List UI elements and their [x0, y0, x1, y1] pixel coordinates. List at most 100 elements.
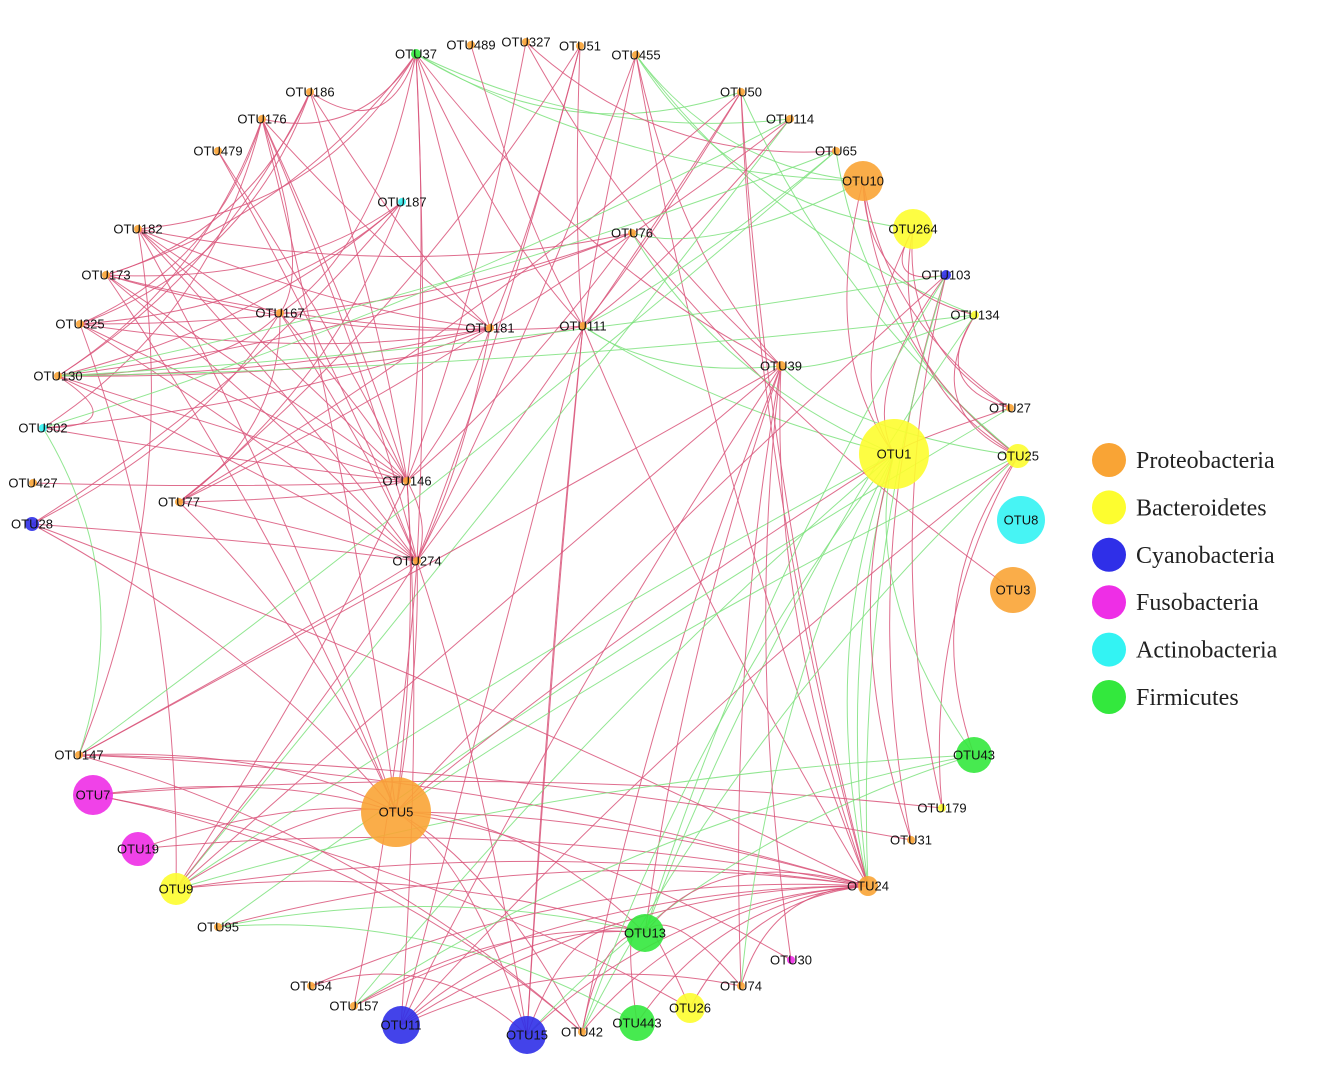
edge-OTU1-OTU24 [856, 453, 895, 887]
edge-OTU157-OTU24 [353, 885, 869, 1007]
edge-OTU51-OTU111 [576, 45, 584, 327]
node-otu182 [134, 225, 142, 233]
node-otu3 [990, 567, 1036, 613]
edge-OTU427-OTU146 [32, 480, 408, 487]
edge-OTU28-OTU5 [31, 523, 397, 813]
edge-OTU95-OTU443 [217, 924, 638, 1024]
node-otu325 [76, 320, 84, 328]
edge-OTU39-OTU74 [738, 365, 782, 987]
legend-swatch-cyanobacteria [1092, 537, 1126, 572]
edge-OTU130-OTU502 [42, 375, 94, 429]
edge-OTU327-OTU65 [525, 41, 837, 153]
edge-OTU39-OTU24 [779, 365, 869, 887]
node-otu9 [160, 873, 192, 905]
node-otu147 [75, 751, 83, 759]
edge-OTU186-OTU130 [57, 91, 311, 377]
edge-OTU325-OTU76 [79, 232, 633, 325]
edge-OTU42-OTU24 [581, 885, 869, 1033]
node-otu65 [832, 147, 840, 155]
edge-OTU54-OTU24 [310, 883, 869, 987]
node-label-otu5: OTU5 [379, 805, 414, 820]
edge-OTU274-OTU15 [416, 560, 528, 1036]
legend-label-firmicutes: Firmicutes [1136, 685, 1239, 711]
edge-OTU15-OTU111 [526, 325, 584, 1036]
node-label-otu173: OTU173 [81, 268, 130, 283]
edge-OTU181-OTU146 [406, 327, 491, 482]
edge-OTU176-OTU130 [57, 118, 263, 377]
node-otu130 [54, 372, 62, 380]
node-otu443 [619, 1005, 655, 1041]
edge-OTU186-OTU173 [105, 91, 311, 276]
edge-OTU39-OTU25 [780, 365, 1019, 457]
edge-OTU10-OTU25 [862, 180, 1019, 457]
edge-OTU37-OTU111 [415, 53, 584, 327]
legend-label-actinobacteria: Actinobacteria [1136, 638, 1278, 664]
edge-OTU24-OTU50 [740, 91, 869, 887]
edge-OTU111-OTU114 [582, 118, 791, 327]
node-label-otu111: OTU111 [559, 319, 606, 334]
node-otu95 [214, 923, 222, 931]
node-label-otu479: OTU479 [193, 144, 242, 159]
edge-OTU274-OTU5 [395, 560, 418, 813]
node-otu327 [522, 38, 530, 46]
node-label-otu427: OTU427 [8, 476, 57, 491]
edge-OTU146-OTU11 [400, 480, 415, 1026]
edge-OTU176-OTU274 [261, 118, 418, 562]
node-otu11 [382, 1006, 420, 1044]
node-label-otu39: OTU39 [760, 359, 802, 374]
edge-OTU7-OTU26 [92, 794, 691, 1009]
node-label-otu24: OTU24 [847, 879, 889, 894]
edge-OTU1-OTU9 [175, 453, 895, 890]
edge-OTU43-OTU1 [885, 453, 975, 756]
edge-OTU173-OTU181 [105, 274, 491, 331]
node-otu24 [858, 876, 878, 896]
edge-OTU176-OTU167 [261, 118, 294, 314]
node-label-otu274: OTU274 [392, 554, 441, 569]
edge-OTU111-OTU65 [582, 150, 837, 327]
node-label-otu26: OTU26 [669, 1001, 711, 1016]
node-otu176 [258, 115, 266, 123]
edge-OTU147-OTU42 [78, 754, 583, 1033]
node-otu186 [306, 88, 314, 96]
node-label-otu65: OTU65 [815, 144, 857, 159]
node-otu19 [121, 832, 155, 866]
edge-OTU167-OTU130 [57, 312, 281, 377]
edge-OTU7-OTU42 [92, 794, 583, 1033]
edge-OTU455-OTU134 [635, 54, 976, 316]
edge-OTU182-OTU181 [137, 228, 491, 329]
edge-OTU54-OTU15 [310, 973, 528, 1036]
edge-OTU103-OTU130 [57, 274, 947, 377]
edge-OTU51-OTU181 [489, 45, 581, 329]
edge-OTU9-OTU24 [175, 860, 869, 890]
node-otu76 [628, 229, 636, 237]
node-otu264 [893, 209, 933, 249]
edge-OTU146-OTU274 [406, 480, 423, 562]
node-label-otu187: OTU187 [377, 195, 426, 210]
node-label-otu28: OTU28 [11, 517, 53, 532]
edge-OTU9-OTU43 [175, 754, 975, 890]
node-label-otu103: OTU103 [921, 268, 970, 283]
node-label-otu325: OTU325 [55, 317, 104, 332]
node-label-otu7: OTU7 [76, 788, 111, 803]
node-label-otu42: OTU42 [561, 1025, 603, 1040]
edge-OTU264-OTU25 [907, 228, 1019, 457]
edge-OTU25-OTU43 [953, 455, 1019, 756]
network-nodes [25, 38, 1045, 1054]
node-otu15 [508, 1016, 546, 1054]
node-otu114 [786, 115, 794, 123]
edge-OTU74-OTU1 [740, 453, 895, 987]
node-label-otu25: OTU25 [997, 449, 1039, 464]
edge-OTU325-OTU274 [79, 323, 418, 562]
edge-OTU114-OTU9 [175, 118, 791, 890]
node-otu146 [403, 477, 411, 485]
edge-OTU39-OTU11 [400, 365, 782, 1026]
edge-OTU489-OTU111 [470, 44, 584, 327]
node-label-otu489: OTU489 [446, 38, 495, 53]
node-label-otu9: OTU9 [159, 882, 194, 897]
edge-OTU95-OTU24 [217, 869, 869, 928]
node-otu28 [25, 517, 39, 531]
node-otu25 [1006, 444, 1030, 468]
node-label-otu443: OTU443 [612, 1016, 661, 1031]
node-label-otu114: OTU114 [766, 112, 814, 127]
